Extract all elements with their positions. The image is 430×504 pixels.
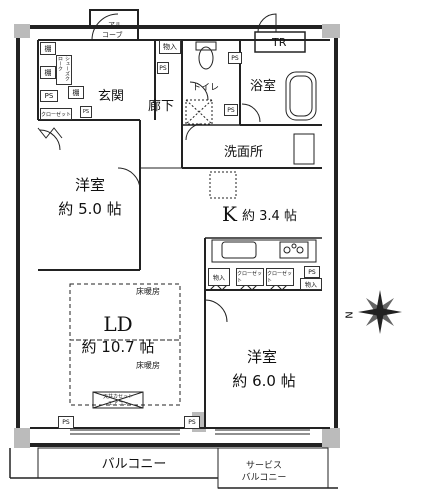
wash-basin [293,133,315,165]
storage-label: 物入 [304,281,317,289]
shelf-box: 棚 [40,42,56,55]
ps-box: PS [228,52,242,64]
western1-name: 洋室 [74,176,106,194]
shelf-label: 棚 [44,44,52,53]
burner [291,243,297,249]
sink [221,241,257,259]
closet-box: クローゼット [266,268,294,286]
balcony-label: バルコニー [101,457,167,472]
ceiling-cassette [92,391,144,409]
door-toilet [189,81,209,101]
tr-label: TR [272,36,287,49]
alcove-door [91,13,119,41]
closet-box: クローゼット [236,268,264,286]
ps-box: PS [304,266,320,278]
ps-label: PS [231,54,239,62]
wall-hatch-tr [322,24,340,38]
shoes-closet-label: シューズクローク [57,56,70,81]
floor-heating-label-1: 床暖房 [136,287,160,296]
alcove-label-1: アル [108,21,122,29]
door-wash [185,123,203,141]
floor-heating-label-2: 床暖房 [136,361,160,370]
outer-wall [16,25,338,447]
western2-size: 約 6.0 帖 [232,372,296,390]
closet-box: クローゼット [40,108,72,120]
wall-hatch-tl [14,24,30,38]
refrigerator-space [209,171,237,199]
ps-label: PS [308,268,316,276]
stove [279,241,309,259]
washroom-label: 洗面所 [224,145,264,160]
closet-door [239,283,259,291]
shoes-closet-box: シューズクローク [56,55,72,85]
service-balcony-label-2: バルコニー [241,473,287,483]
laundry-pan [185,99,213,125]
burner [296,246,304,254]
western1-size: 約 5.0 帖 [58,200,122,218]
burner [283,246,291,254]
ps-box: PS [184,416,200,429]
service-balcony-label-1: サービス [245,461,283,471]
tr-box [254,31,306,53]
bathtub-inner [289,75,313,117]
ps-label: PS [62,419,70,426]
wall-hatch-bl [14,428,30,448]
cassette-x2 [92,391,144,409]
storage-label: 物入 [163,43,177,51]
ps-box: PS [58,416,74,429]
laundry-pan-x2 [185,99,213,125]
tr-door [257,13,277,33]
entrance-label: 玄関 [98,89,125,104]
alcove-wall [89,9,139,40]
compass-rose [358,290,402,334]
kitchen-size: 約 3.4 帖 [242,209,297,224]
ps-box-small: PS [80,106,92,118]
ld-size: 約 10.7 帖 [81,338,155,356]
ps-label: PS [44,92,54,100]
aircon-label: エアコン [107,401,129,407]
closet-door [37,127,63,139]
door-western1 [39,129,61,151]
door-western1-b [117,167,141,191]
closet-label: クローゼット [267,271,293,284]
ps-box: PS [157,62,169,74]
ps-label: PS [188,419,196,426]
storage-box: 物入 [159,40,181,54]
floor-heating-area-2 [69,339,181,406]
hallway-label: 廊下 [148,99,175,114]
ps-label: PS [82,109,90,115]
shelf-label: 棚 [72,88,80,97]
alcove-label-2: コーブ [102,31,123,39]
door-bath [241,103,261,123]
storage-box: 物入 [300,278,322,290]
ps-box: PS [40,90,58,102]
wall-hatch-br [322,428,340,448]
kitchen-counter [211,239,317,263]
small-storage-box: 物入 [208,268,230,286]
ld-name: LD [103,312,133,336]
closet-door [269,283,289,291]
bathtub [285,71,317,121]
kitchen-name: K [222,202,237,226]
bath-label: 浴室 [250,79,277,94]
closet-label: クローゼット [41,111,72,118]
ps-label: PS [227,106,235,114]
small-storage-label: 物入 [212,274,225,282]
toilet-bowl [198,46,214,70]
closet-label: クローゼット [237,271,263,284]
ps-box: PS [224,104,238,116]
compass-north-label: N [342,311,354,319]
ps-label: PS [159,64,167,72]
shelf-box: 棚 [40,66,56,79]
toilet-tank [195,41,217,51]
ceiling-cassette-label: 天井カセット [102,394,134,400]
toilet-label: トイレ [192,83,220,93]
shelf-label: 棚 [44,68,52,77]
shelf-box: 棚 [68,86,84,99]
western2-name: 洋室 [246,348,278,366]
door-western2 [204,299,228,323]
closet-door [209,283,229,291]
floor-heating-area-1 [69,283,181,341]
